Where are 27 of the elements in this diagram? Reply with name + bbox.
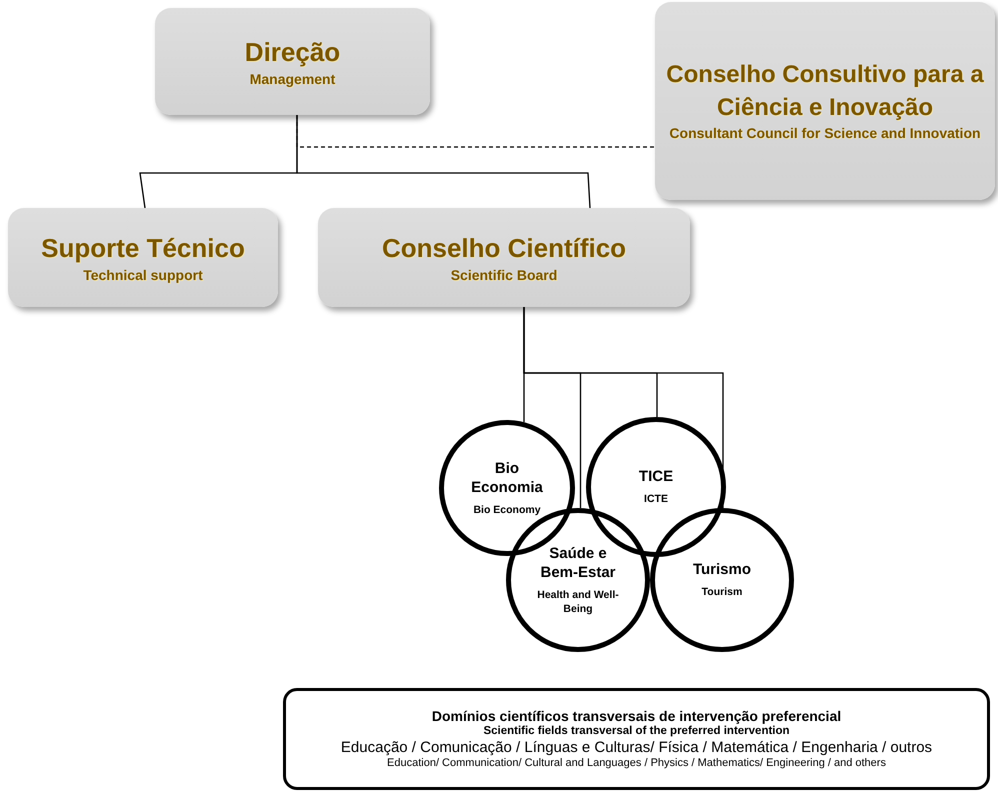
org-box — [8, 208, 278, 307]
circle-title: TICE — [638, 467, 674, 487]
panel-text: Educação / Comunicação / Línguas e Culturas/ Física / Matemática / Engenharia / outros — [340, 738, 932, 757]
circle-subtitle: ICTE — [644, 492, 668, 507]
circle-subtitle: Health and Well-Being — [536, 588, 620, 616]
fields-panel — [283, 688, 990, 790]
box-title: Conselho Consultivo para a Ciência e Inovação — [665, 60, 985, 123]
org-box — [155, 8, 430, 115]
box-title: Suporte Técnico — [41, 232, 245, 264]
panel-text: Domínios científicos transversais de intervenção preferencial — [432, 708, 842, 725]
box-title: Conselho Científico — [382, 232, 626, 264]
circle-title: Bio Economia — [470, 458, 544, 498]
box-subtitle: Scientific Board — [450, 266, 558, 284]
box-subtitle: Management — [250, 70, 336, 88]
connector-line — [296, 115, 591, 208]
org-box — [655, 2, 995, 200]
panel-text: Scientific fields transversal of the preferred intervention — [483, 724, 790, 739]
circle-subtitle: Bio Economy — [473, 504, 541, 518]
circle-title: Saúde e Bem-Estar — [539, 544, 617, 583]
circle-subtitle: Tourism — [702, 586, 742, 600]
box-title: Direção — [244, 36, 340, 68]
panel-text: Education/ Communication/ Cultural and Languages / Physics / Mathematics/ Engineering / and others — [387, 756, 886, 770]
box-subtitle: Consultant Council for Science and Innovation — [669, 124, 981, 143]
org-box — [318, 208, 690, 307]
domain-circle — [650, 508, 794, 652]
box-subtitle: Technical support — [83, 266, 203, 284]
circle-title: Turismo — [692, 560, 752, 580]
